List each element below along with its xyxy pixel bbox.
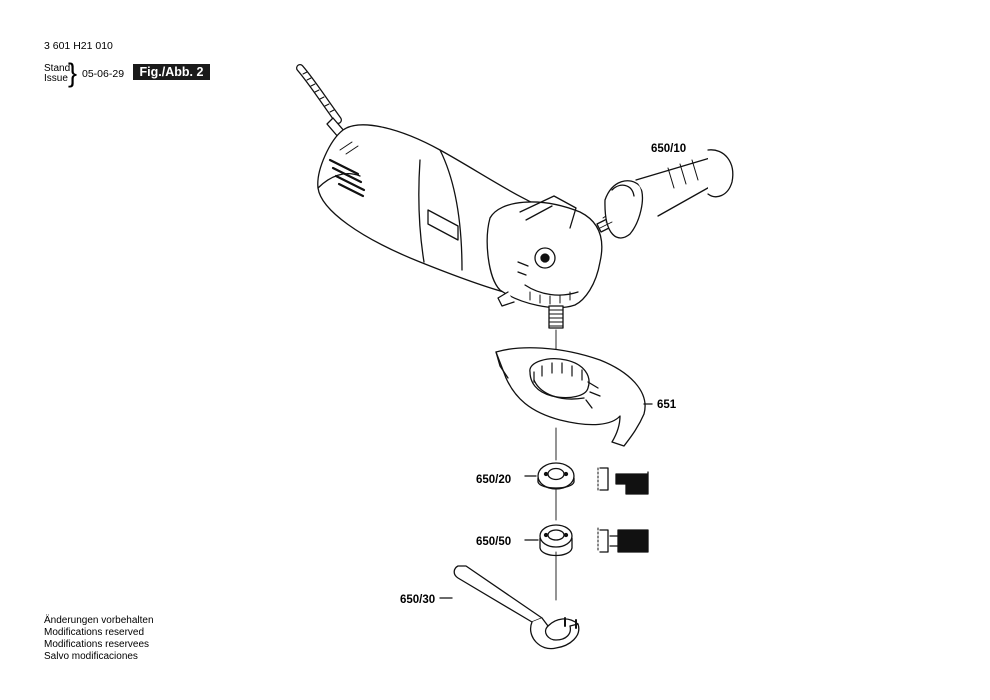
brace-symbol: } [68,58,78,88]
callout-side-handle: 650/10 [651,143,686,155]
power-cord [296,64,346,139]
side-handle [596,149,734,239]
stand-label: Stand [44,63,71,74]
callout-clamp-nut: 650/50 [476,536,511,548]
footer-line-fr: Modifications reservees [44,639,150,650]
callout-flange: 650/20 [476,474,511,486]
clamp-nut-part [524,524,573,557]
document-number: 3 601 H21 010 [44,40,113,52]
issue-label: Issue [44,73,68,84]
flange-section-profile [597,467,649,495]
clamp-nut-section-profile [597,527,649,553]
footer-line-en: Modifications reserved [44,627,145,638]
grinder-gear-head [486,195,603,329]
footer-line-es: Salvo modificaciones [44,651,138,662]
callout-spanner: 650/30 [400,594,435,606]
issue-date: 05-06-29 [82,68,125,80]
wheel-guard [495,347,653,447]
spanner-wrench [439,565,580,650]
flange-part [524,462,575,490]
figure-label-box: Fig./Abb. 2 [133,64,210,80]
footer-line-de: Änderungen vorbehalten [44,615,154,626]
callout-guard: 651 [657,399,677,411]
